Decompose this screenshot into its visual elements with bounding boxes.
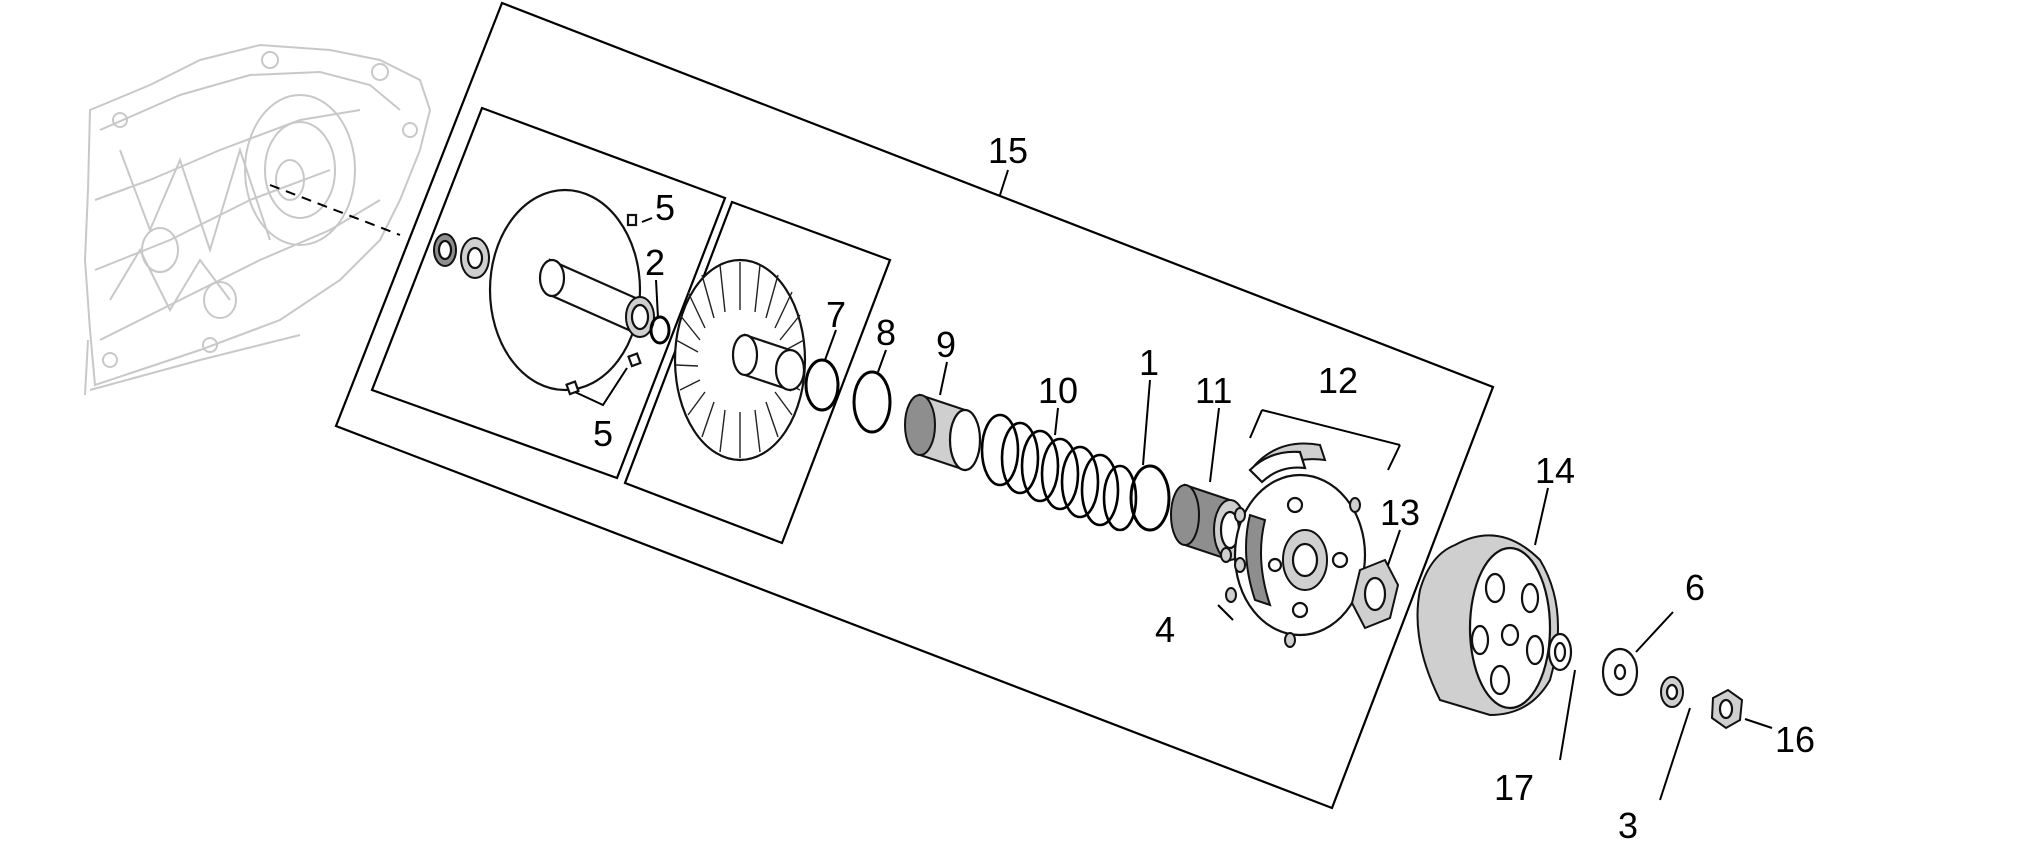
callout-9: 9 [936, 324, 956, 365]
crankcase-ghost-drawing [83, 43, 432, 396]
guide-bushing-9 [904, 393, 982, 472]
callout-13: 13 [1380, 492, 1420, 533]
callout-10: 10 [1038, 370, 1078, 411]
o-ring-7 [804, 358, 840, 412]
callout-11: 11 [1195, 370, 1232, 411]
callout-15: 15 [988, 130, 1028, 171]
callout-3: 3 [1618, 805, 1638, 841]
lock-nut-13 [1350, 558, 1400, 630]
washer-6 [1601, 647, 1639, 697]
callout-5-bottom: 5 [593, 413, 613, 454]
roller-5-bottom-a [627, 352, 642, 368]
callout-6: 6 [1685, 567, 1705, 608]
roller-5-bottom-b [565, 380, 580, 396]
callout-17: 17 [1494, 767, 1534, 808]
callout-4: 4 [1155, 609, 1175, 650]
callout-5-top: 5 [655, 187, 675, 228]
drive-pulley-movable-half [673, 258, 807, 462]
callout-7: 7 [826, 294, 846, 335]
leader-lines [574, 169, 1773, 801]
o-ring-1 [1129, 464, 1171, 532]
spring-10 [980, 413, 1138, 532]
callout-2: 2 [645, 242, 665, 283]
clutch-bell-14 [1416, 534, 1559, 717]
callout-8: 8 [876, 312, 896, 353]
circlip-2 [649, 315, 671, 345]
nut-16 [1710, 688, 1744, 730]
clutch-carrier-plate [1233, 473, 1367, 637]
axis-dashed-line [269, 184, 401, 236]
callout-12: 12 [1318, 360, 1358, 401]
o-ring-8 [852, 370, 892, 434]
washer-3 [1660, 676, 1684, 708]
roller-5-top [626, 213, 638, 227]
callout-1: 1 [1139, 342, 1159, 383]
callout-16: 16 [1775, 719, 1815, 760]
screws-4 [1220, 497, 1361, 648]
fixed-half-frame [370, 106, 727, 480]
clutch-shoes-12 [1248, 409, 1401, 484]
drive-pulley-fixed-half [433, 188, 655, 392]
assembly-frame-15 [334, 1, 1495, 810]
callout-14: 14 [1535, 450, 1575, 491]
movable-half-frame [623, 200, 892, 545]
